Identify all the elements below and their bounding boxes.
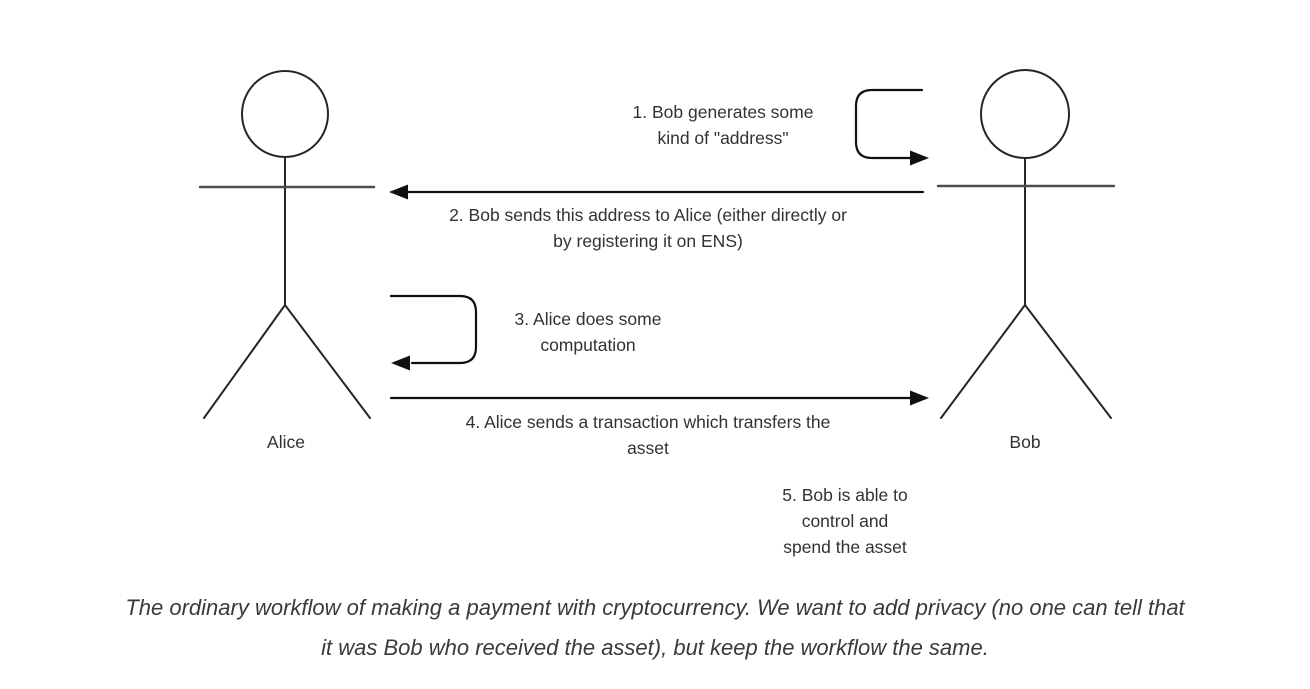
alice-head: [241, 70, 329, 158]
step5-label: 5. Bob is able to control and spend the …: [782, 485, 908, 557]
step3-self-loop-arrow: [389, 294, 478, 371]
bob-left-leg: [940, 304, 1026, 419]
alice-right-leg: [284, 304, 371, 419]
step3-arrowhead-icon: [391, 355, 410, 371]
alice-label: Alice: [267, 432, 305, 452]
step3-label: 3. Alice does some computation: [514, 309, 662, 355]
step2-arrowhead-icon: [389, 184, 408, 200]
step4-label: 4. Alice sends a transaction which trans…: [465, 412, 831, 458]
step1-label: 1. Bob generates some kind of "address": [632, 102, 814, 148]
step1-self-loop-arrow: [854, 88, 929, 166]
alice-left-leg: [203, 304, 286, 419]
bob-label: Bob: [1009, 432, 1041, 452]
bob-figure: [936, 69, 1116, 419]
step4-arrowhead-icon: [910, 390, 929, 406]
step1-arrowhead-icon: [910, 150, 929, 166]
bob-right-leg: [1024, 304, 1112, 419]
step2-arrow: [389, 184, 925, 200]
alice-figure: [198, 70, 376, 419]
step4-arrow: [389, 390, 929, 406]
figure-caption: The ordinary workflow of making a paymen…: [125, 595, 1185, 660]
step2-label: 2. Bob sends this address to Alice (eith…: [449, 205, 847, 251]
bob-head: [980, 69, 1070, 159]
